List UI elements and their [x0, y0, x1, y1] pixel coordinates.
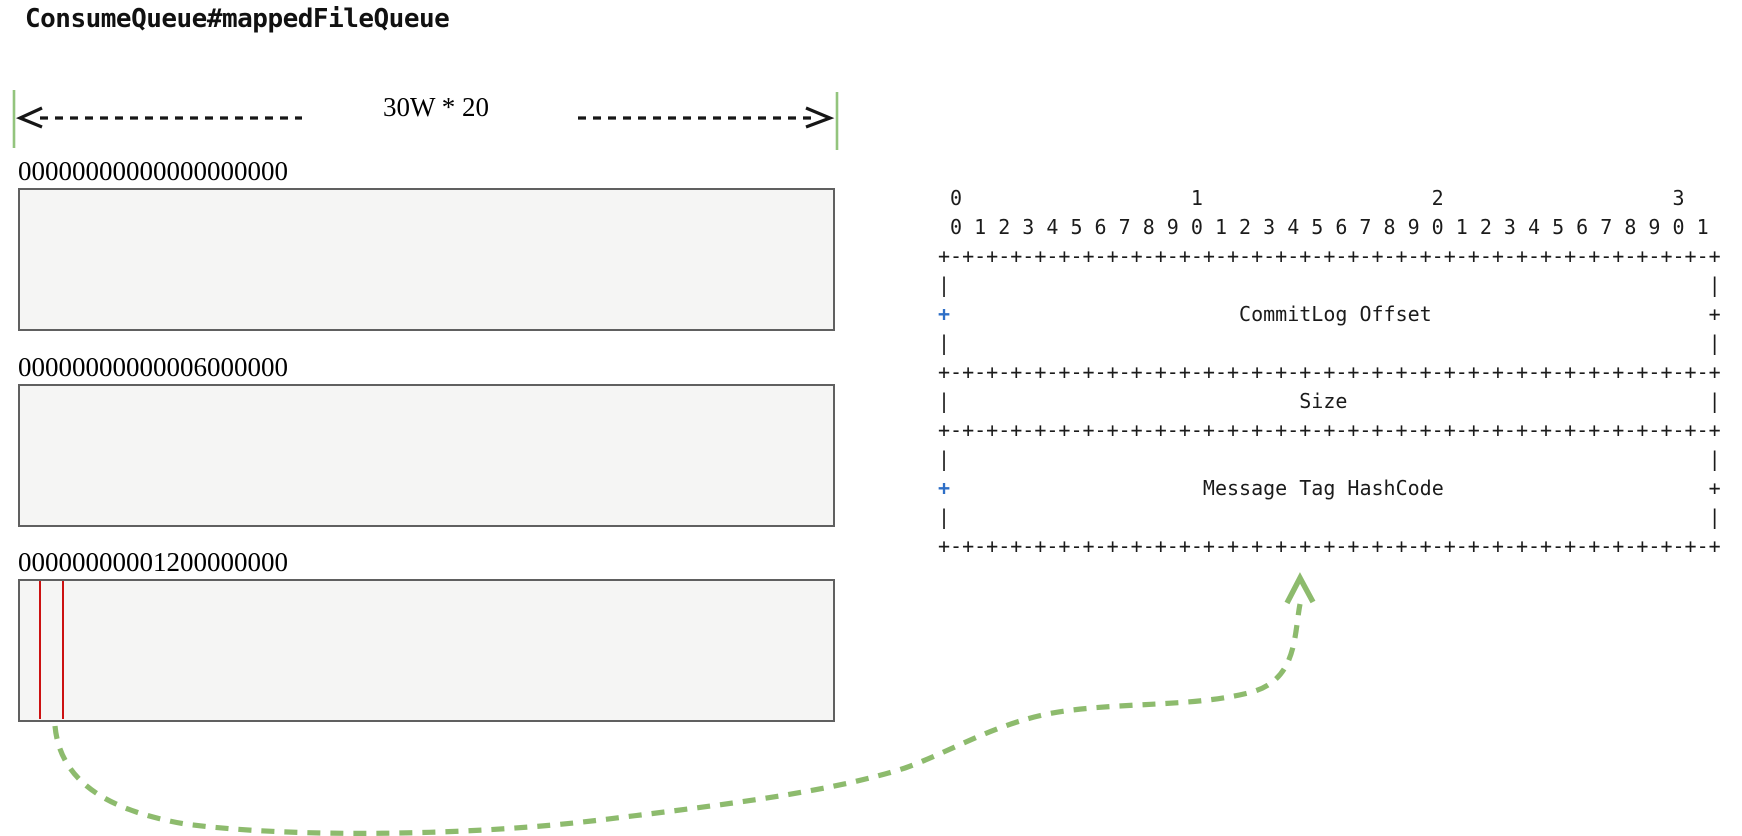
- mapped-file-box: [18, 188, 835, 331]
- mapped-file-label: 00000000001200000000: [18, 547, 288, 577]
- mapped-file-box: [18, 384, 835, 527]
- mapped-file-label: 00000000000000000000: [18, 156, 288, 186]
- packet-diagram-line: | |: [938, 331, 1721, 355]
- packet-diagram-line: +-+-+-+-+-+-+-+-+-+-+-+-+-+-+-+-+-+-+-+-…: [938, 534, 1721, 558]
- packet-diagram-line: +-+-+-+-+-+-+-+-+-+-+-+-+-+-+-+-+-+-+-+-…: [938, 244, 1721, 268]
- packet-diagram-line: +-+-+-+-+-+-+-+-+-+-+-+-+-+-+-+-+-+-+-+-…: [938, 418, 1721, 442]
- file-width-ruler: [12, 90, 839, 150]
- packet-diagram-line: 0 1 2 3 4 5 6 7 8 9 0 1 2 3 4 5 6 7 8 9 …: [938, 215, 1709, 239]
- packet-diagram-line: | Size |: [938, 389, 1721, 413]
- packet-diagram: 0 1 2 3 0 1 2 3 4 5 6 7 8 9 0 1 2 3 4 5 …: [938, 184, 1721, 561]
- entry-marker-line: [62, 581, 65, 719]
- packet-diagram-line: 0 1 2 3: [938, 186, 1685, 210]
- right-arrow-icon: [578, 106, 835, 129]
- page-title: ConsumeQueue#mappedFileQueue: [25, 4, 450, 34]
- packet-diagram-line: + CommitLog Offset +: [938, 302, 1721, 326]
- left-arrow-icon: [15, 106, 302, 129]
- packet-diagram-line: | |: [938, 273, 1721, 297]
- packet-diagram-line: +-+-+-+-+-+-+-+-+-+-+-+-+-+-+-+-+-+-+-+-…: [938, 360, 1721, 384]
- packet-diagram-line: | |: [938, 447, 1721, 471]
- arrowhead-icon: [1284, 572, 1316, 605]
- mapped-file-box: [18, 579, 835, 722]
- packet-diagram-line: | |: [938, 505, 1721, 529]
- entry-marker-line: [39, 581, 42, 719]
- packet-diagram-line: + Message Tag HashCode +: [938, 476, 1721, 500]
- ruler-label: 30W * 20: [383, 92, 489, 122]
- mapped-file-label: 00000000000006000000: [18, 352, 288, 382]
